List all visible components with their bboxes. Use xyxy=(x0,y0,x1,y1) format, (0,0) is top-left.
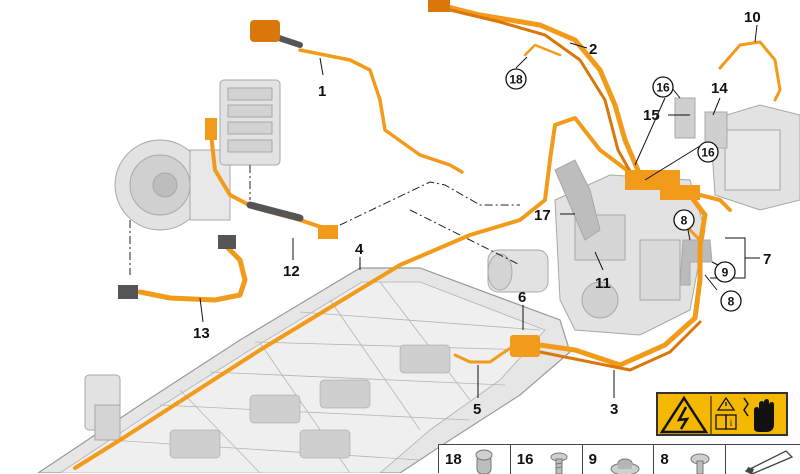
callout-5: 5 xyxy=(473,401,481,418)
ac-compressor xyxy=(487,249,549,293)
callout-14: 14 xyxy=(711,80,728,97)
callout-9-circled: 9 xyxy=(714,261,736,283)
battery-pack xyxy=(36,267,571,473)
svg-text:18: 18 xyxy=(509,73,523,87)
cable-4 xyxy=(73,116,642,470)
svg-text:8: 8 xyxy=(681,214,688,228)
bolt-icon xyxy=(550,452,568,474)
callout-16b-circled: 16 xyxy=(697,141,719,163)
legend-cell-8: 8 xyxy=(654,445,727,474)
leader-lines xyxy=(199,24,760,398)
do-not-touch-icon xyxy=(743,397,774,432)
callout-17: 17 xyxy=(534,207,551,224)
callout-16a-circled: 16 xyxy=(652,76,674,98)
callout-4: 4 xyxy=(355,241,364,258)
svg-text:16: 16 xyxy=(656,81,670,95)
svg-text:16: 16 xyxy=(701,146,715,160)
legend-label-8: 8 xyxy=(660,451,669,468)
callout-1: 1 xyxy=(318,83,326,100)
read-manual-icon: i xyxy=(715,396,737,430)
electric-motor xyxy=(114,139,231,231)
legend-cell-9: 9 xyxy=(583,445,655,474)
screw-icon xyxy=(690,453,710,474)
svg-text:9: 9 xyxy=(722,266,729,280)
legend-cell-blank xyxy=(726,445,800,474)
hv-cables xyxy=(73,0,782,470)
clip-icon xyxy=(475,449,493,474)
callout-13: 13 xyxy=(193,325,210,342)
cable-3 xyxy=(537,192,708,368)
cable-2 xyxy=(437,2,643,178)
hv-warning-label: i xyxy=(656,392,788,436)
callout-6: 6 xyxy=(518,289,526,306)
callout-10: 10 xyxy=(744,9,761,26)
legend-label-18: 18 xyxy=(445,451,462,468)
connector-6 xyxy=(510,335,540,357)
svg-text:i: i xyxy=(730,418,733,428)
nut-icon xyxy=(610,458,640,474)
legend-cell-16: 16 xyxy=(511,445,583,474)
cable-5 xyxy=(453,343,517,364)
legend-label-16: 16 xyxy=(516,451,534,468)
cable-10 xyxy=(718,40,782,102)
parts-legend: 18 16 9 8 xyxy=(438,444,800,474)
circled-callouts: 18 16 16 8 9 8 xyxy=(505,68,742,312)
cable-tie-icon xyxy=(744,450,794,474)
cable-1 xyxy=(298,48,464,174)
legend-cell-18: 18 xyxy=(439,445,511,474)
callout-18-circled: 18 xyxy=(505,68,527,90)
cable-12 xyxy=(208,123,332,232)
gray-components xyxy=(84,79,800,441)
legend-label-9: 9 xyxy=(588,451,597,468)
callout-3: 3 xyxy=(610,401,618,418)
callout-11: 11 xyxy=(595,275,611,292)
callout-2: 2 xyxy=(589,41,597,58)
combustion-engine xyxy=(709,104,800,211)
callout-7: 7 xyxy=(763,251,771,268)
callout-15: 15 xyxy=(643,107,660,124)
callout-8b-circled: 8 xyxy=(720,290,742,312)
reference-lines xyxy=(129,165,521,275)
callout-8a-circled: 8 xyxy=(673,209,695,231)
svg-text:8: 8 xyxy=(728,295,735,309)
power-electronics xyxy=(219,79,281,166)
high-voltage-icon xyxy=(659,395,709,434)
callout-12: 12 xyxy=(283,263,300,280)
callout-numbers: 1 2 3 4 5 6 7 10 11 12 13 14 15 17 xyxy=(193,9,771,418)
cable-13 xyxy=(137,242,248,303)
bracket-17 xyxy=(554,159,601,241)
